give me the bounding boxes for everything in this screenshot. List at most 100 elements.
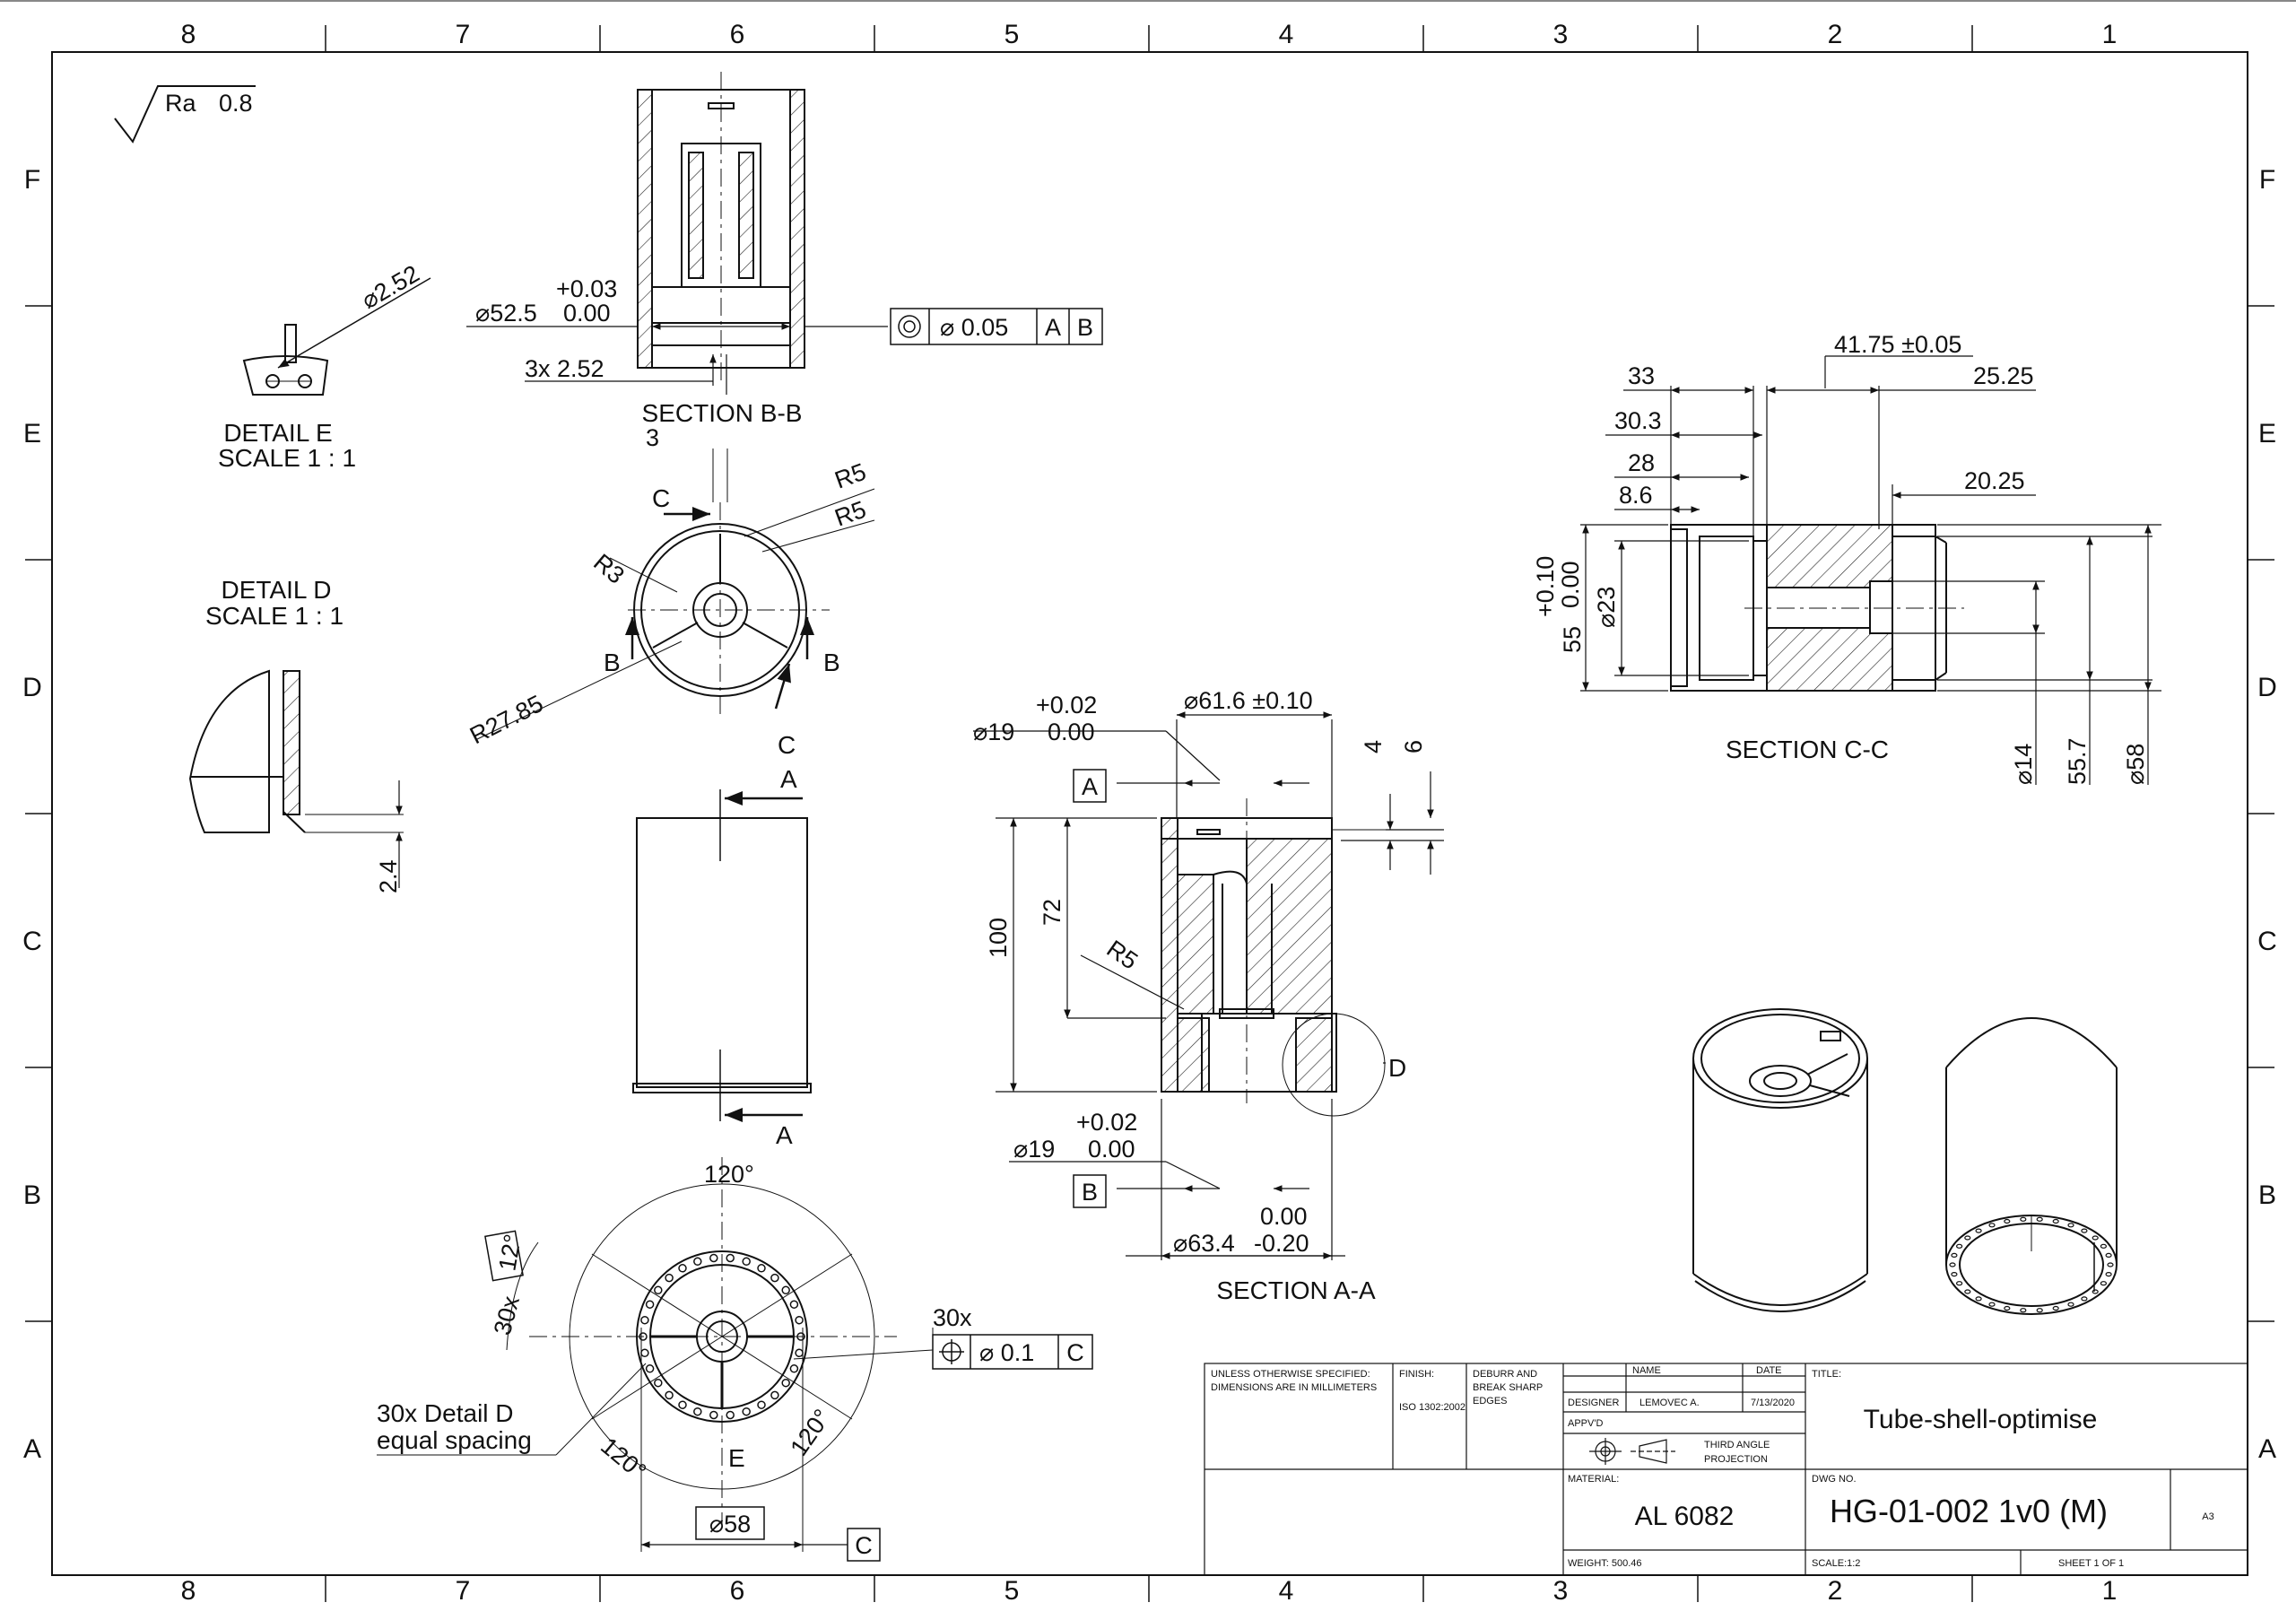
isometric-hole [2105, 1271, 2112, 1277]
zone-labels-bottom: 8 7 6 5 4 3 2 1 [181, 1576, 2118, 1606]
tb-appvd-label: APPV'D [1568, 1418, 1603, 1429]
isometric-hole [2036, 1308, 2043, 1313]
bottom-view-hole [693, 1407, 702, 1416]
zone-ticks [25, 25, 2274, 1602]
isometric-view-bottom [1945, 1017, 2118, 1315]
isometric-hole [1951, 1252, 1958, 1259]
bottom-view-hole [665, 1273, 674, 1283]
tb-dwg-value: HG-01-002 1v0 (M) [1830, 1493, 2108, 1529]
bottom-view-note-line1: 30x Detail D [377, 1399, 514, 1427]
zone-col-8-bottom: 8 [181, 1576, 196, 1606]
bottom-view-hole [639, 1332, 648, 1341]
isometric-hole [1956, 1243, 1963, 1249]
detail-e-view [242, 277, 431, 396]
zone-col-1: 1 [2102, 20, 2118, 49]
section-cc-dim-86: 8.6 [1619, 482, 1653, 509]
isometric-hole [1988, 1223, 1996, 1228]
section-bb-fcf [890, 308, 1103, 345]
bottom-view-hole [654, 1378, 663, 1388]
isometric-hole [2004, 1305, 2011, 1311]
isometric-hole [2092, 1289, 2099, 1294]
tb-projection-line2: PROJECTION [1704, 1454, 1768, 1465]
bottom-view-datum-c-label: C [855, 1532, 873, 1559]
isometric-hole [1964, 1289, 1971, 1294]
tb-date-header: DATE [1756, 1365, 1782, 1376]
bottom-view-hole [795, 1315, 804, 1325]
section-bb-holes-dim: 3x 2.52 [525, 355, 604, 382]
tb-scale: SCALE:1:2 [1812, 1558, 1860, 1569]
isometric-bottom-hole-ring [1949, 1216, 2114, 1313]
bottom-view-fcf-count: 30x [933, 1304, 972, 1331]
bottom-view-hole [742, 1257, 751, 1267]
section-aa-height-dim: 100 [985, 918, 1012, 958]
bottom-view-dia-box: ⌀58 [695, 1506, 765, 1540]
zone-col-5: 5 [1004, 20, 1020, 49]
section-aa-inner-dim: 72 [1039, 899, 1065, 926]
top-view-r5-b: R5 [831, 496, 870, 532]
section-cc-dim-28: 28 [1628, 449, 1655, 476]
section-bb-tol-lower: 0.00 [563, 300, 611, 327]
bottom-view-hole [645, 1300, 655, 1309]
section-aa-tol-bottom-lower: -0.20 [1254, 1230, 1309, 1257]
bottom-view-hole [770, 1390, 779, 1400]
cut-c-top: C [652, 484, 670, 512]
bottom-view-hole [665, 1390, 674, 1400]
bottom-view-hole [789, 1300, 799, 1309]
bottom-view-hole [795, 1348, 804, 1358]
section-cc-dim-2025: 20.25 [1964, 467, 2025, 494]
section-bb-dims [466, 323, 888, 395]
section-aa-title: SECTION A-A [1216, 1276, 1376, 1304]
bottom-view-hole [645, 1364, 655, 1373]
section-aa-datum-b: B [1073, 1174, 1107, 1208]
isometric-hole [1988, 1302, 1996, 1307]
tb-designer-date: 7/13/2020 [1751, 1398, 1795, 1408]
tb-dwg-label: DWG NO. [1812, 1474, 1857, 1485]
section-aa-tol-bot-lower: 0.00 [1088, 1136, 1135, 1163]
detail-e-scale: SCALE 1 : 1 [218, 444, 356, 472]
zone-row-b-right: B [2258, 1180, 2276, 1210]
isometric-hole [2105, 1252, 2112, 1259]
zone-row-c-right: C [2257, 927, 2277, 956]
tb-weight: WEIGHT: 500.46 [1568, 1558, 1642, 1569]
section-cc-dims [1580, 355, 2161, 785]
isometric-hole [2036, 1216, 2043, 1222]
zone-col-6: 6 [730, 20, 745, 49]
isometric-hole [2004, 1218, 2011, 1224]
isometric-hole [1949, 1262, 1956, 1267]
isometric-hole [2100, 1281, 2107, 1286]
bottom-view-hole [678, 1264, 687, 1273]
detail-e-title: DETAIL E [223, 419, 332, 447]
bottom-view-hole-pattern [639, 1253, 805, 1420]
tb-deburr-line1: DEBURR AND [1473, 1369, 1537, 1380]
bottom-view-hole [693, 1257, 702, 1267]
section-cc-dim-58: ⌀58 [2122, 744, 2149, 785]
section-aa-dim-6: 6 [1400, 740, 1427, 753]
bottom-view-fcf-datum: C [1066, 1339, 1084, 1366]
detail-d-scale: SCALE 1 : 1 [205, 602, 344, 630]
detail-d-view [188, 669, 404, 888]
zone-col-3: 3 [1553, 20, 1569, 49]
tb-designer-label: DESIGNER [1568, 1398, 1620, 1408]
tb-deburr-line2: BREAK SHARP [1473, 1382, 1543, 1393]
sheet-border [0, 0, 2296, 1576]
zone-row-e: E [23, 419, 41, 449]
section-bb-fcf-datum-a: A [1045, 314, 1061, 341]
bottom-view-angle-right: 120° [785, 1404, 836, 1460]
zone-col-4: 4 [1279, 20, 1294, 49]
bottom-view-detail-e-ref: E [728, 1444, 745, 1472]
projection-symbol [1589, 1438, 1675, 1465]
section-cc-title: SECTION C-C [1726, 736, 1889, 763]
cut-a-bottom: A [776, 1121, 793, 1149]
bottom-view-hole [781, 1285, 790, 1295]
zone-row-a: A [23, 1434, 41, 1464]
zone-row-f-right: F [2259, 165, 2275, 195]
zone-col-4-bottom: 4 [1279, 1576, 1294, 1606]
bottom-view-hole [709, 1253, 718, 1263]
section-aa-hole-top: ⌀19 [973, 719, 1014, 745]
tb-material-label: MATERIAL: [1568, 1474, 1619, 1485]
section-cc-tol-lower: 0.00 [1557, 561, 1584, 608]
tb-designer-name: LEMOVEC A. [1639, 1398, 1700, 1408]
section-aa-datum-b-label: B [1082, 1179, 1098, 1206]
isometric-hole [2067, 1223, 2074, 1228]
isometric-view-top [1692, 1008, 1868, 1312]
